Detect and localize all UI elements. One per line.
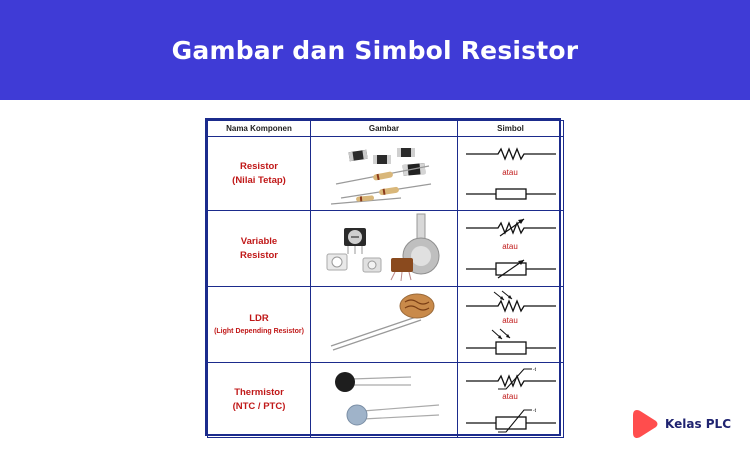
ldr-zigzag-symbol: [466, 290, 556, 313]
brand-logo: Kelas PLC: [631, 407, 731, 441]
fixed-resistor-zigzag-symbol: [466, 146, 556, 161]
table-row: Thermistor (NTC / PTC): [207, 362, 564, 438]
component-symbol-cell: atau: [457, 286, 564, 363]
component-symbol-cell: atau: [457, 210, 564, 287]
ldr-box-symbol: [466, 328, 556, 355]
ldr-icon: [330, 293, 435, 351]
play-triangle-icon: [633, 410, 658, 438]
table-row: Resistor (Nilai Tetap): [207, 136, 564, 211]
brand-name: Kelas PLC: [665, 417, 732, 431]
component-name-cell: LDR (Light Depending Resistor): [207, 286, 311, 363]
header-banner: Gambar dan Simbol Resistor: [0, 0, 750, 100]
component-name-cell: Variable Resistor: [207, 210, 311, 287]
thermistor-zigzag-symbol: -t: [466, 367, 556, 390]
resistor-photo-illustration: [330, 147, 432, 205]
trimpot-icon: [344, 227, 366, 254]
table-row: Variable Resistor: [207, 210, 564, 287]
component-image-cell: [310, 136, 458, 211]
thermistor-photo-illustration: [335, 372, 440, 426]
component-symbol-cell: -t atau -t: [457, 362, 564, 438]
resistor-table-grid: Nama Komponen Gambar Simbol Resistor (Ni…: [207, 120, 564, 438]
component-image-cell: [310, 362, 458, 438]
resistor-table: Nama Komponen Gambar Simbol Resistor (Ni…: [205, 118, 564, 438]
trimpot-white-icon: [326, 253, 382, 272]
ldr-photo-illustration: [330, 293, 435, 351]
variable-resistor-box-symbol: [466, 259, 556, 278]
component-name-detail: (Light Depending Resistor): [214, 328, 304, 335]
rotary-potentiometer-icon: [390, 213, 440, 281]
variable-resistor-zigzag-symbol: [466, 218, 556, 236]
svg-text:-t: -t: [533, 367, 537, 373]
component-name: Variable: [240, 235, 278, 247]
symbol-separator: atau: [502, 167, 518, 177]
svg-text:-t: -t: [533, 408, 537, 414]
component-name: LDR: [249, 313, 269, 324]
page-title: Gambar dan Simbol Resistor: [171, 35, 579, 65]
table-row: LDR (Light Depending Resistor): [207, 286, 564, 363]
header-nama-komponen: Nama Komponen: [207, 120, 311, 137]
symbol-separator: atau: [502, 392, 518, 401]
symbol-separator: atau: [502, 241, 518, 251]
component-image-cell: [310, 286, 458, 363]
ntc-thermistor-icon: [335, 372, 412, 392]
variable-resistor-photo-illustration: [326, 213, 440, 281]
component-name-detail: Resistor: [239, 249, 278, 261]
symbol-separator: atau: [502, 315, 518, 325]
component-image-cell: [310, 210, 458, 287]
component-name: Resistor: [239, 160, 278, 172]
component-name-cell: Thermistor (NTC / PTC): [207, 362, 311, 438]
smd-resistor-chip-icon: [348, 147, 426, 176]
header-simbol: Simbol: [457, 120, 564, 137]
component-name-detail: (NTC / PTC): [232, 401, 286, 412]
component-name: Thermistor: [234, 387, 284, 398]
component-name-cell: Resistor (Nilai Tetap): [207, 136, 311, 211]
component-name-detail: (Nilai Tetap): [232, 174, 286, 186]
ptc-thermistor-icon: [346, 404, 440, 426]
table-header-row: Nama Komponen Gambar Simbol: [207, 120, 564, 137]
thermistor-box-symbol: -t: [466, 408, 556, 433]
fixed-resistor-box-symbol: [466, 187, 556, 200]
component-symbol-cell: atau: [457, 136, 564, 211]
header-gambar: Gambar: [310, 120, 458, 137]
